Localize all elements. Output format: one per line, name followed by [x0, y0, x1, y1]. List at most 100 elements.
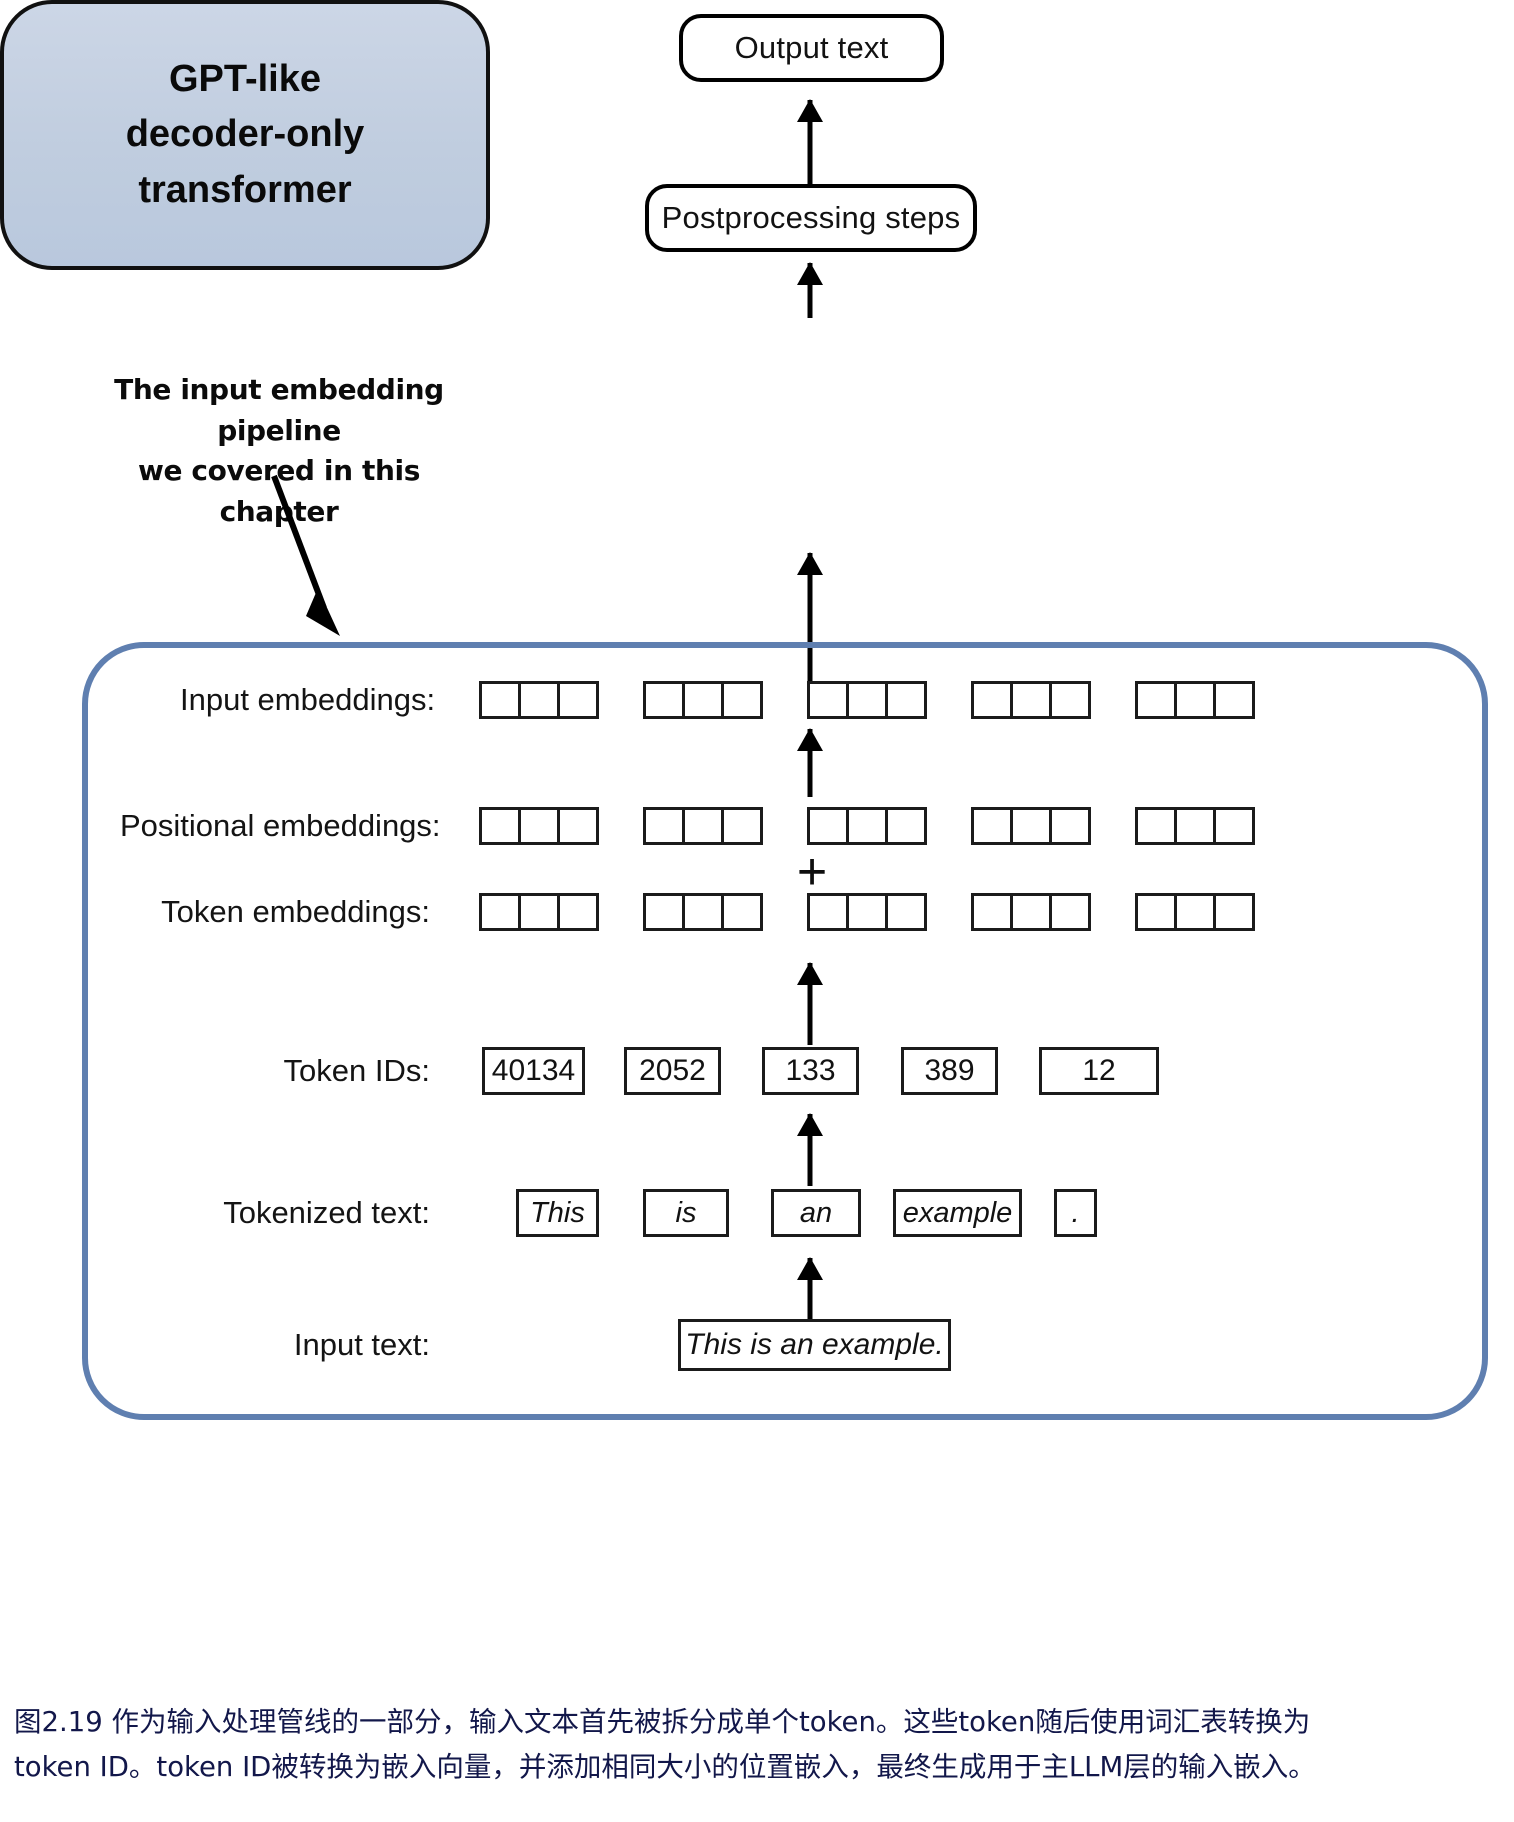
- embedding-cell: [1010, 681, 1052, 719]
- token-id-box: 389: [901, 1047, 998, 1095]
- embedding-group: [1135, 681, 1255, 719]
- input-embedding-pipeline-container: [82, 642, 1488, 1420]
- embedding-cell: [479, 681, 521, 719]
- embedding-cell: [479, 893, 521, 931]
- embedding-group: [807, 681, 927, 719]
- embedding-group: [479, 681, 599, 719]
- caption-line-2: token ID。token ID被转换为嵌入向量，并添加相同大小的位置嵌入，最…: [14, 1750, 1316, 1783]
- embedding-cell: [518, 893, 560, 931]
- embedding-cell: [557, 893, 599, 931]
- embedding-group: [971, 893, 1091, 931]
- arrow-shaft: [807, 729, 813, 797]
- embedding-cell: [682, 681, 724, 719]
- token-ids-boxes: 40134 2052 133 389 12: [482, 1047, 1159, 1095]
- annotation-arrow-icon: [271, 474, 340, 636]
- token-id-box: 12: [1039, 1047, 1159, 1095]
- embedding-group: [1135, 893, 1255, 931]
- postprocessing-label: Postprocessing steps: [661, 199, 961, 235]
- token-embeddings-label: Token embeddings:: [161, 894, 430, 929]
- embedding-group: [479, 807, 599, 845]
- gpt-transformer-label: GPT-like decoder-only transformer: [126, 52, 365, 217]
- embedding-group: [971, 807, 1091, 845]
- arrow-shaft: [807, 100, 813, 184]
- embedding-group: [643, 893, 763, 931]
- embedding-cell: [1174, 893, 1216, 931]
- token-id-box: 133: [762, 1047, 859, 1095]
- positional-embeddings-label: Positional embeddings:: [120, 808, 441, 843]
- token-ids-label: Token IDs:: [283, 1053, 430, 1088]
- embedding-cell: [1213, 893, 1255, 931]
- caption-line-1: 图2.19 作为输入处理管线的一部分，输入文本首先被拆分成单个token。这些t…: [14, 1706, 1311, 1738]
- token-box: example: [893, 1189, 1022, 1237]
- embedding-group: [807, 807, 927, 845]
- embedding-cell: [1010, 893, 1052, 931]
- figure-caption: 图2.19 作为输入处理管线的一部分，输入文本首先被拆分成单个token。这些t…: [14, 1700, 1504, 1789]
- embedding-cell: [1174, 807, 1216, 845]
- embedding-group: [807, 893, 927, 931]
- embedding-group: [643, 807, 763, 845]
- embedding-cell: [807, 681, 849, 719]
- embedding-cell: [643, 807, 685, 845]
- gpt-transformer-box: GPT-like decoder-only transformer: [0, 0, 490, 270]
- embedding-cell: [479, 807, 521, 845]
- embedding-cell: [557, 807, 599, 845]
- embedding-cell: [1135, 681, 1177, 719]
- embedding-group: [971, 681, 1091, 719]
- positional-embeddings-cells: [479, 807, 1255, 845]
- embedding-cell: [682, 893, 724, 931]
- embedding-cell: [1135, 893, 1177, 931]
- arrow-shaft: [807, 1258, 813, 1330]
- embedding-group: [643, 681, 763, 719]
- embedding-cell: [846, 807, 888, 845]
- embedding-cell: [846, 681, 888, 719]
- gpt-line-3: transformer: [138, 168, 352, 211]
- embedding-cell: [885, 893, 927, 931]
- embedding-cell: [1174, 681, 1216, 719]
- token-id-box: 2052: [624, 1047, 721, 1095]
- embedding-cell: [643, 681, 685, 719]
- embedding-cell: [1049, 893, 1091, 931]
- embedding-cell: [643, 893, 685, 931]
- input-text-boxes: This is an example.: [678, 1319, 951, 1371]
- arrow-shaft: [807, 1114, 813, 1186]
- arrow-shaft: [807, 263, 813, 318]
- embedding-cell: [846, 893, 888, 931]
- embedding-group: [1135, 807, 1255, 845]
- embedding-cell: [682, 807, 724, 845]
- input-embeddings-cells: [479, 681, 1255, 719]
- token-embeddings-cells: [479, 893, 1255, 931]
- gpt-line-1: GPT-like: [168, 58, 322, 101]
- embedding-cell: [1135, 807, 1177, 845]
- token-box: an: [771, 1189, 861, 1237]
- embedding-cell: [1049, 681, 1091, 719]
- embedding-cell: [807, 807, 849, 845]
- postprocessing-box: Postprocessing steps: [645, 184, 977, 252]
- embedding-cell: [971, 893, 1013, 931]
- embedding-cell: [518, 681, 560, 719]
- embedding-group: [479, 893, 599, 931]
- embedding-cell: [885, 681, 927, 719]
- input-embeddings-label: Input embeddings:: [180, 682, 436, 717]
- embedding-cell: [721, 807, 763, 845]
- embedding-cell: [721, 893, 763, 931]
- embedding-cell: [1213, 681, 1255, 719]
- token-box: .: [1054, 1189, 1097, 1237]
- embedding-cell: [1010, 807, 1052, 845]
- embedding-cell: [885, 807, 927, 845]
- embedding-cell: [721, 681, 763, 719]
- embedding-cell: [807, 893, 849, 931]
- plus-operator: +: [796, 843, 828, 901]
- gpt-line-2: decoder-only: [125, 113, 365, 156]
- embedding-cell: [971, 681, 1013, 719]
- embedding-cell: [1213, 807, 1255, 845]
- embedding-cell: [971, 807, 1013, 845]
- annotation-line-1: The input embedding pipeline: [114, 373, 444, 447]
- token-id-box: 40134: [482, 1047, 585, 1095]
- token-box: This: [516, 1189, 599, 1237]
- tokenized-text-boxes: This is an example .: [516, 1189, 1097, 1237]
- arrow-shaft: [807, 963, 813, 1045]
- arrow-shaft: [807, 553, 813, 701]
- token-box: is: [643, 1189, 729, 1237]
- input-text-box: This is an example.: [678, 1319, 951, 1371]
- embedding-cell: [518, 807, 560, 845]
